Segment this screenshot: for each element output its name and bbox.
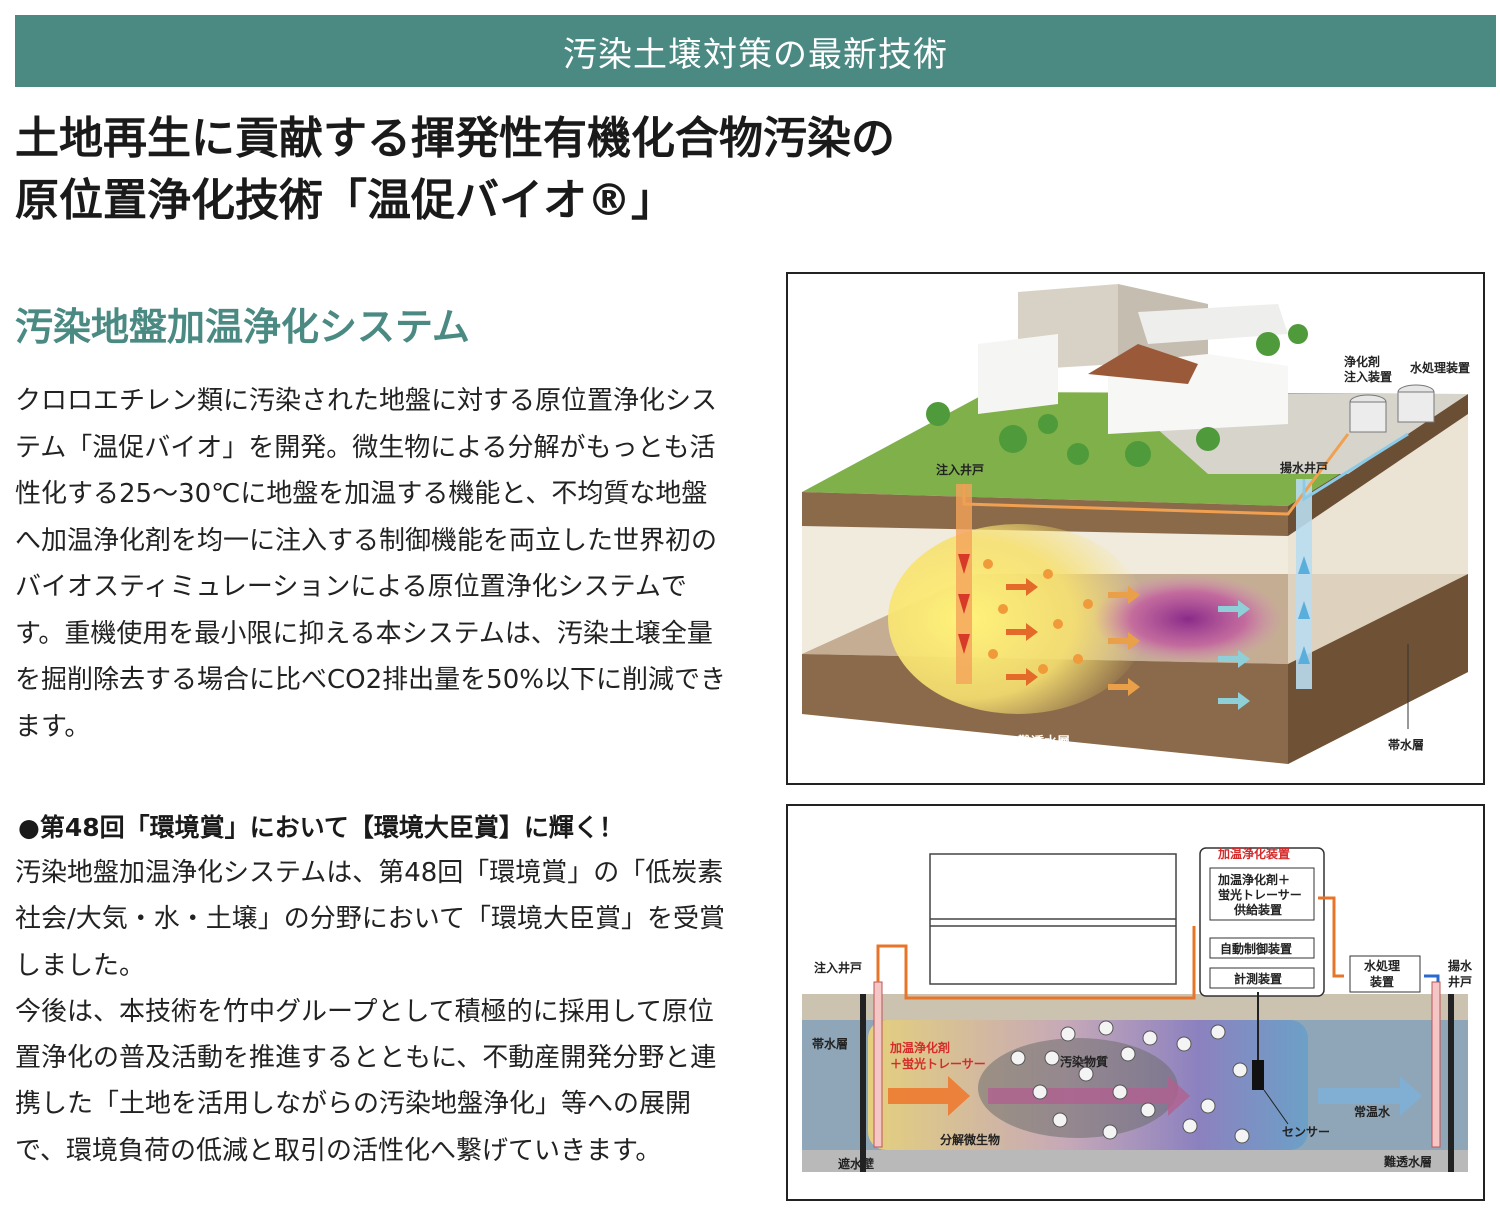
section-title: 汚染地盤加温浄化システム	[15, 305, 470, 349]
figure-cross-section-diagram: 加温浄化装置 加温浄化剤＋ 蛍光トレーサー 供給装置 自動制御装置 計測装置 水…	[786, 804, 1485, 1201]
award-paragraph-2: 今後は、本技術を竹中グループとして積極的に採用して原位置浄化の普及活動を推進する…	[15, 996, 717, 1166]
section-paragraph: クロロエチレン類に汚染された地盤に対する原位置浄化システム「温促バイオ」を開発。…	[15, 386, 726, 742]
fig2-impermeable: 難透水層	[1384, 1154, 1432, 1169]
fig2-measure: 計測装置	[1234, 971, 1282, 986]
fig1-pumping-well: 揚水井戸	[1280, 460, 1328, 475]
fig2-barrier: 遮水壁	[838, 1156, 874, 1171]
fig2-pumping-well-line1: 揚水	[1448, 958, 1473, 973]
headline-line-1: 土地再生に貢献する揮発性有機化合物汚染の	[15, 113, 895, 164]
headline-line-2: 原位置浄化技術「温促バイオ®」	[15, 175, 675, 226]
fig2-supply-line3: 供給装置	[1233, 902, 1282, 917]
fig2-water-treatment-line1: 水処理	[1364, 958, 1400, 973]
section-banner: 汚染土壌対策の最新技術	[15, 15, 1496, 87]
fig2-aquifer: 帯水層	[812, 1036, 848, 1051]
fig1-injection-device-line1: 浄化剤	[1344, 354, 1380, 369]
fig2-sensor: センサー	[1282, 1125, 1330, 1139]
fig2-auto-control: 自動制御装置	[1220, 941, 1292, 956]
fig2-pumping-well-line2: 井戸	[1448, 974, 1472, 989]
award-title: ●第48回「環境賞」において【環境大臣賞】に輝く！	[18, 813, 624, 842]
fig1-water-treatment: 水処理装置	[1410, 360, 1470, 375]
fig2-heating-device: 加温浄化装置	[1217, 846, 1290, 861]
fig2-supply-line1: 加温浄化剤＋	[1217, 872, 1290, 887]
award-body: 汚染地盤加温浄化システムは、第48回「環境賞」の「低炭素社会/大気・水・土壌」の…	[15, 850, 730, 1174]
banner-title: 汚染土壌対策の最新技術	[563, 34, 948, 75]
fig1-injection-device-line2: 注入装置	[1344, 369, 1392, 384]
fig2-water-treatment-line2: 装置	[1369, 974, 1394, 989]
award-paragraph-1: 汚染地盤加温浄化システムは、第48回「環境賞」の「低炭素社会/大気・水・土壌」の…	[15, 858, 725, 981]
fig2-agent-line2: ＋蛍光トレーサー	[890, 1056, 986, 1071]
fig2-injection-well: 注入井戸	[814, 960, 862, 975]
fig2-microbe: 分解微生物	[940, 1132, 1000, 1147]
page-headline: 土地再生に貢献する揮発性有機化合物汚染の 原位置浄化技術「温促バイオ®」	[15, 108, 1115, 232]
fig1-impermeable: 難透水層	[1018, 734, 1070, 750]
fig1-aquifer: 帯水層	[1388, 737, 1424, 752]
fig2-supply-line2: 蛍光トレーサー	[1218, 887, 1302, 902]
fig1-injection-well: 注入井戸	[936, 462, 984, 477]
fig2-agent-line1: 加温浄化剤	[889, 1040, 950, 1055]
fig2-normal-water: 常温水	[1354, 1104, 1391, 1119]
figure-isometric-diagram: 浄化剤 注入装置 水処理装置 注入井戸 揚水井戸 難透水層 帯水層	[786, 272, 1485, 785]
fig2-pollutant: 汚染物質	[1060, 1054, 1108, 1069]
